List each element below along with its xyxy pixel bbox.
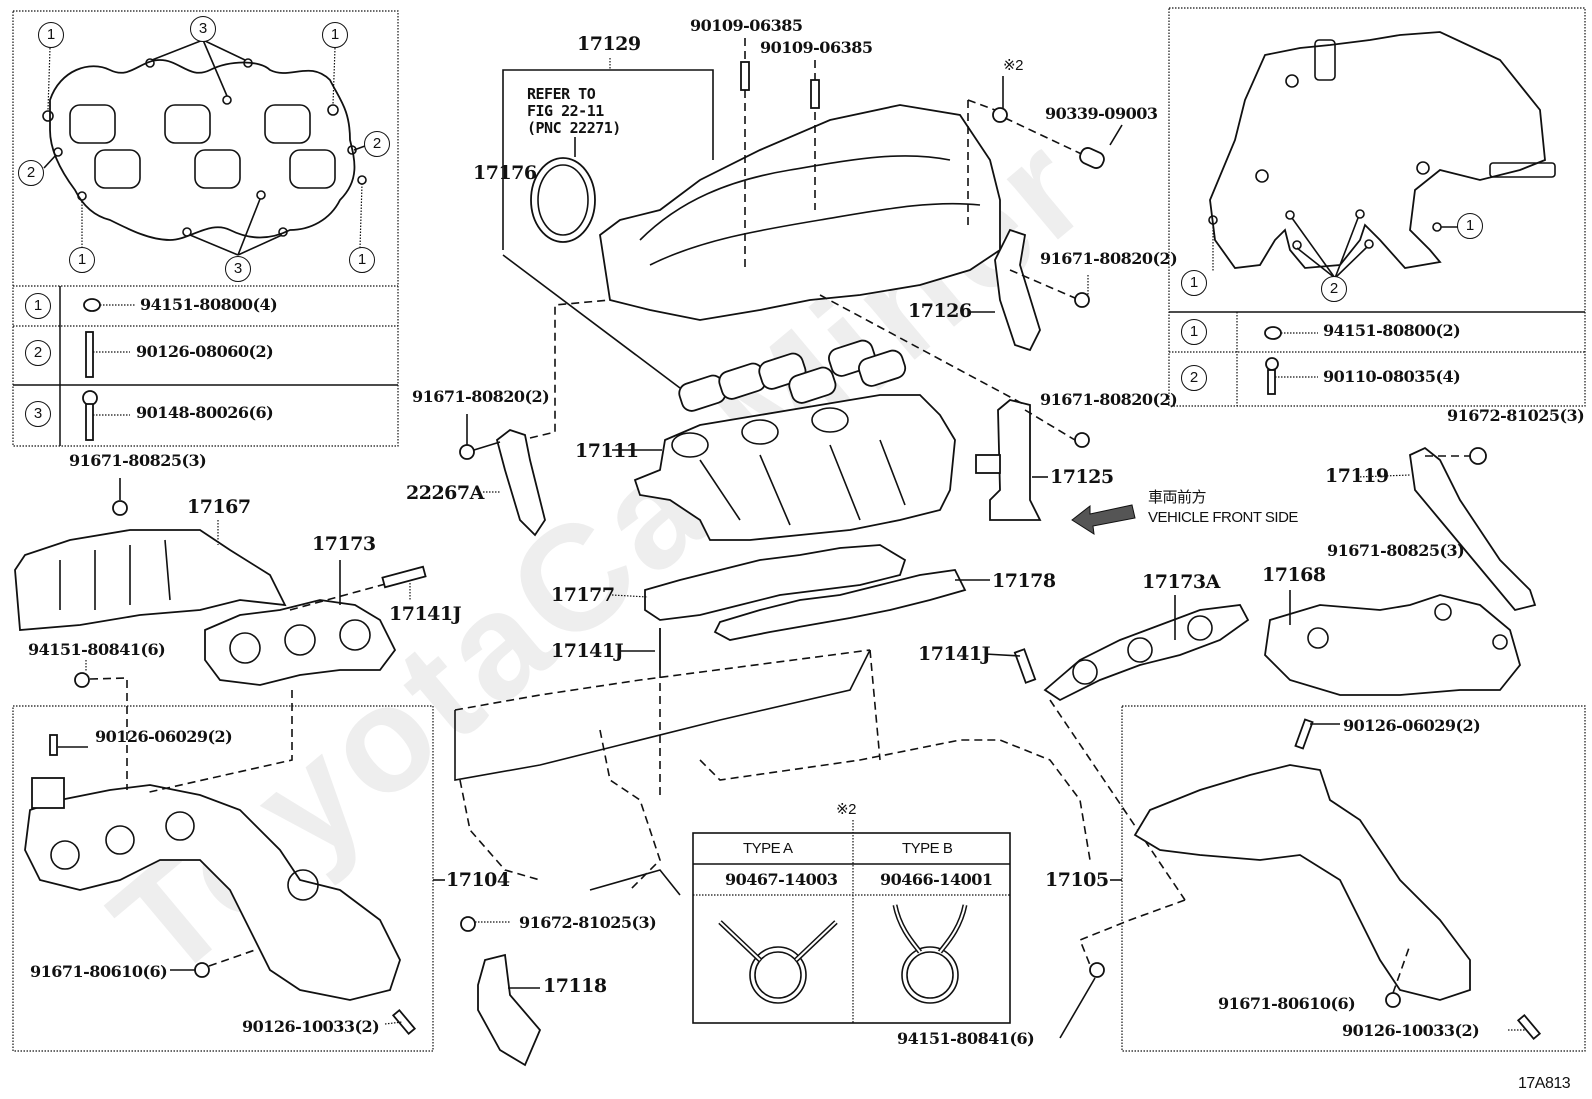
refer-note-line1: REFER TO (527, 85, 596, 103)
callout-91671-80610[interactable]: 91671-80610(6) (1218, 994, 1356, 1013)
vehicle-front-en: VEHICLE FRONT SIDE (1148, 509, 1298, 526)
marker-3: 3 (225, 256, 251, 282)
marker-3: 3 (190, 16, 216, 42)
callout-91671-80820[interactable]: 91671-80820(2) (1040, 390, 1178, 409)
clamp-table (692, 820, 1011, 1024)
clamp-type-a-part[interactable]: 90467-14003 (725, 870, 838, 889)
bracket-17118-drawing (477, 953, 542, 1067)
part-number[interactable]: 90148-80026(6) (136, 403, 274, 422)
bracket-22267A-drawing (495, 428, 546, 537)
callout-90109-06385[interactable]: 90109-06385 (760, 38, 873, 57)
clamp-type-b-header: TYPE B (902, 840, 953, 857)
gasket-17178-drawing (713, 569, 967, 641)
note-marker: ※2 (1003, 57, 1023, 74)
callout-90126-06029[interactable]: 90126-06029(2) (1343, 716, 1481, 735)
callout-90126-10033[interactable]: 90126-10033(2) (1342, 1021, 1480, 1040)
callout-17173A[interactable]: 17173A (1142, 571, 1220, 593)
insulator-17168-drawing (1264, 594, 1521, 696)
refer-note-line2[interactable]: FIG 22-11 (527, 102, 604, 120)
part-number[interactable]: 90110-08035(4) (1323, 367, 1461, 386)
bracket-17126-drawing (994, 228, 1041, 352)
marker-2: 2 (1321, 276, 1347, 302)
part-number[interactable]: 94151-80800(4) (140, 295, 278, 314)
callout-17177[interactable]: 17177 (551, 584, 615, 606)
gasket-17173A-drawing (1043, 604, 1250, 702)
callout-22267A[interactable]: 22267A (406, 482, 484, 504)
refer-note-line3: (PNC 22271) (527, 119, 621, 137)
callout-90126-10033[interactable]: 90126-10033(2) (242, 1017, 380, 1036)
gasket-17173-drawing (204, 599, 397, 686)
insulator-17167-drawing (14, 529, 287, 631)
clamp-type-a-header: TYPE A (743, 840, 793, 857)
callout-91671-80820[interactable]: 91671-80820(2) (412, 387, 550, 406)
intake-plenum-main (502, 38, 1123, 389)
callout-17125[interactable]: 17125 (1050, 466, 1114, 488)
part-number[interactable]: 94151-80800(2) (1323, 321, 1461, 340)
intake-inset (1168, 7, 1586, 407)
table-key-1: 1 (25, 293, 51, 319)
callout-94151-80841[interactable]: 94151-80841(6) (28, 640, 166, 659)
callout-17141J[interactable]: 17141J (551, 640, 624, 662)
callout-17111[interactable]: 17111 (575, 440, 639, 462)
marker-1: 1 (322, 22, 348, 48)
callout-91672-81025[interactable]: 91672-81025(3) (519, 913, 657, 932)
callout-90126-06029[interactable]: 90126-06029(2) (95, 727, 233, 746)
callout-17104[interactable]: 17104 (446, 869, 510, 891)
table-key-3: 3 (25, 401, 51, 427)
figure-id: 17A813 (1518, 1075, 1571, 1092)
marker-2: 2 (364, 131, 390, 157)
callout-17141J[interactable]: 17141J (389, 603, 462, 625)
callout-90339-09003[interactable]: 90339-09003 (1045, 104, 1158, 123)
vehicle-front-arrow (1071, 504, 1136, 535)
callout-17176[interactable]: 17176 (473, 162, 537, 184)
intake-manifold-drawing (633, 394, 956, 541)
callout-91671-80820[interactable]: 91671-80820(2) (1040, 249, 1178, 268)
exhaust-manifold-17104-inset (12, 660, 445, 1052)
marker-1: 1 (38, 22, 64, 48)
intake-plenum-drawing (1209, 31, 1546, 269)
callout-17168[interactable]: 17168 (1262, 564, 1326, 586)
bracket-17119-drawing (1409, 446, 1537, 612)
callout-17129[interactable]: 17129 (577, 33, 641, 55)
marker-1: 1 (349, 247, 375, 273)
callout-90109-06385[interactable]: 90109-06385 (690, 16, 803, 35)
callout-17178[interactable]: 17178 (992, 570, 1056, 592)
callout-17173[interactable]: 17173 (312, 533, 376, 555)
table-key-2: 2 (25, 340, 51, 366)
table-key-2: 2 (1181, 365, 1207, 391)
part-number[interactable]: 90126-08060(2) (136, 342, 274, 361)
gasket-17177-drawing (644, 544, 907, 621)
marker-1: 1 (69, 247, 95, 273)
vehicle-front-jp: 車両前方 (1148, 489, 1207, 506)
engine-block-outline (454, 649, 1091, 896)
callout-17126[interactable]: 17126 (908, 300, 972, 322)
callout-17141J[interactable]: 17141J (918, 643, 991, 665)
callout-17167[interactable]: 17167 (187, 496, 251, 518)
callout-17105[interactable]: 17105 (1045, 869, 1109, 891)
bracket-17125-drawing (989, 399, 1042, 521)
note-marker: ※2 (836, 801, 856, 818)
marker-2: 2 (18, 160, 44, 186)
callout-91672-81025[interactable]: 91672-81025(3) (1447, 406, 1585, 425)
marker-1: 1 (1457, 213, 1483, 239)
callout-94151-80841[interactable]: 94151-80841(6) (897, 1029, 1035, 1048)
callout-91671-80825[interactable]: 91671-80825(3) (1327, 541, 1465, 560)
clamp-type-b-part[interactable]: 90466-14001 (880, 870, 993, 889)
table-key-1: 1 (1181, 319, 1207, 345)
upper-gasket-drawing (678, 339, 907, 412)
gasket-inset (12, 10, 399, 447)
exhaust-manifold-17105-inset (1059, 705, 1586, 1052)
callout-91671-80610[interactable]: 91671-80610(6) (30, 962, 168, 981)
callout-17118[interactable]: 17118 (543, 975, 607, 997)
marker-1: 1 (1181, 270, 1207, 296)
callout-91671-80825[interactable]: 91671-80825(3) (69, 451, 207, 470)
callout-17119[interactable]: 17119 (1325, 465, 1389, 487)
